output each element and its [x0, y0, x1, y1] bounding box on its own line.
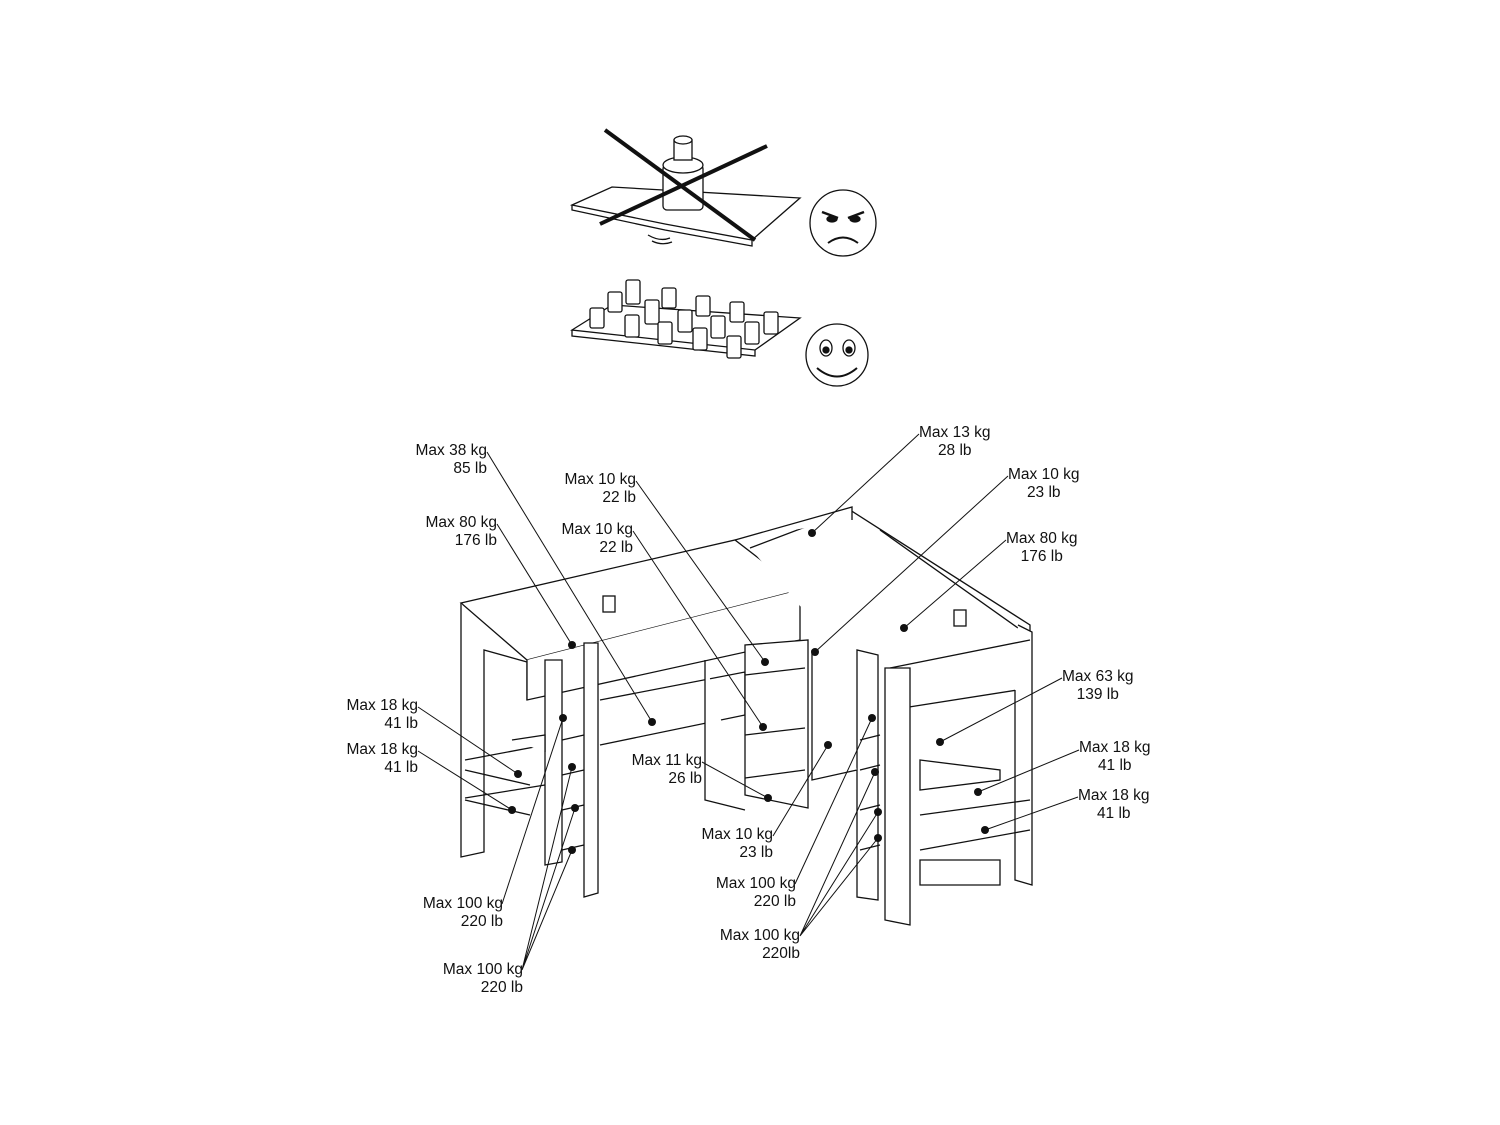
- even-shelf-illustration: [570, 279, 802, 359]
- happy-face-icon: [805, 323, 869, 387]
- leader-lines: [417, 433, 1080, 971]
- angry-face-icon: [809, 189, 877, 257]
- bent-shelf-illustration: [569, 128, 802, 247]
- loft-bed-drawing: [459, 506, 1033, 926]
